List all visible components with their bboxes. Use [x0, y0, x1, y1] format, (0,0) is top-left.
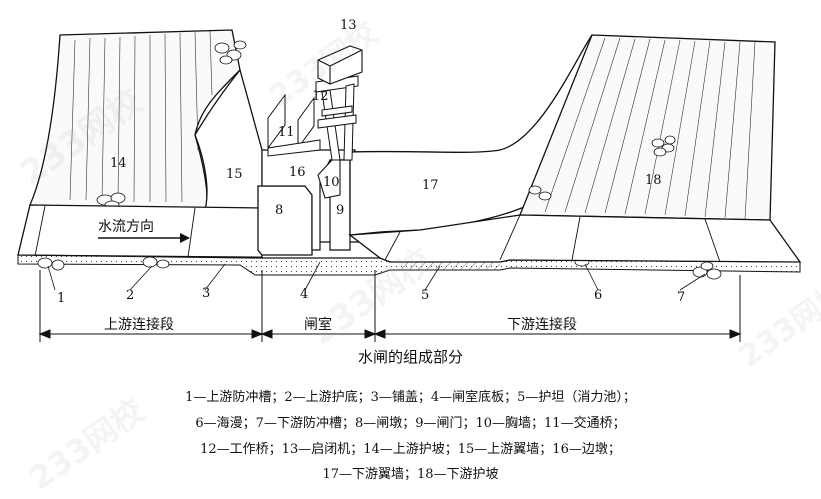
label-2: 2 [126, 288, 134, 303]
label-9: 9 [336, 203, 344, 218]
section-chamber: 闸室 [304, 316, 332, 333]
caption-line-2: 6—海漫；7—下游防冲槽；8—闸墩；9—闸门；10—胸墙；11—交通桥； [195, 416, 626, 431]
hoist-machine [317, 45, 363, 85]
working-bridge [315, 75, 359, 161]
label-17: 17 [422, 178, 439, 193]
label-7: 7 [677, 290, 685, 305]
label-5: 5 [421, 288, 429, 303]
caption-line-1: 1—上游防冲槽；2—上游护底；3—铺盖；4—闸室底板；5—护坦（消力池）； [185, 390, 636, 405]
label-15: 15 [226, 167, 243, 182]
flow-direction-arrow [98, 233, 190, 243]
section-labels: 上游连接段 闸室 下游连接段 [100, 315, 603, 333]
flow-direction-label: 水流方向 [98, 219, 154, 235]
traffic-bridge [267, 93, 321, 157]
label-leaders [47, 261, 706, 291]
downstream-slope-protection [519, 34, 776, 221]
label-16: 16 [289, 165, 306, 180]
label-14: 14 [110, 156, 127, 171]
label-1: 1 [57, 291, 65, 306]
caption-title: 水闸的组成部分 [357, 348, 463, 366]
label-13: 13 [340, 18, 357, 33]
section-upstream: 上游连接段 [104, 316, 174, 333]
part-number-labels: 1 2 3 4 5 6 7 8 9 10 11 12 13 14 15 16 1… [57, 18, 685, 306]
downstream-apron-hatch [400, 262, 500, 270]
label-18: 18 [645, 173, 662, 188]
label-10: 10 [323, 175, 340, 190]
section-dimension-lines [38, 270, 742, 342]
section-downstream: 下游连接段 [507, 316, 577, 333]
caption-line-4: 17—下游翼墙；18—下游护坡 [322, 467, 499, 482]
label-6: 6 [594, 288, 602, 303]
label-12: 12 [312, 89, 329, 104]
label-11: 11 [278, 125, 295, 140]
label-8: 8 [275, 203, 283, 218]
sluice-pier [257, 185, 313, 256]
caption-line-3: 12—工作桥；13—启闭机；14—上游护坡；15—上游翼墙；16—边墩； [200, 442, 621, 457]
label-3: 3 [202, 286, 210, 301]
breast-wall [317, 159, 341, 199]
upstream-slope-protection [29, 29, 247, 211]
label-4: 4 [300, 287, 308, 302]
